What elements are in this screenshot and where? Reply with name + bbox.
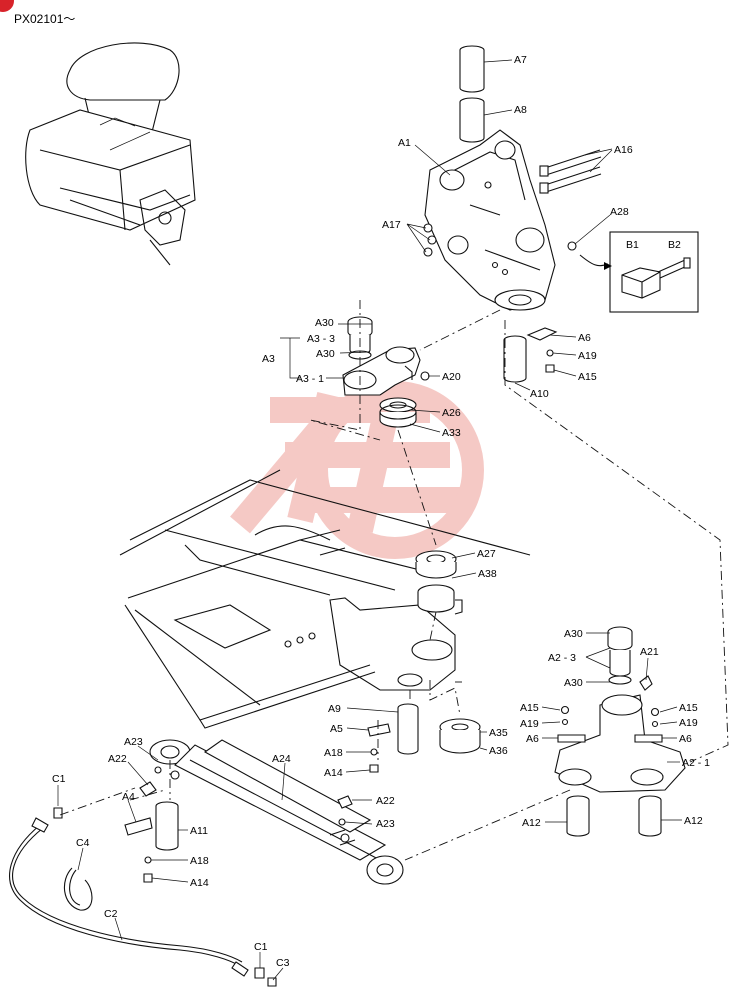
callout-A35: A35 bbox=[489, 727, 508, 739]
callout-C1-bot: C1 bbox=[254, 941, 268, 953]
part-A1-swing-bracket bbox=[424, 129, 556, 311]
part-A22-A23-fittings bbox=[139, 766, 353, 826]
callout-A14-b: A14 bbox=[190, 877, 209, 889]
callout-A21: A21 bbox=[640, 646, 659, 658]
callout-A3-3: A3 - 3 bbox=[307, 333, 335, 345]
part-A2-swing-arm bbox=[554, 626, 686, 793]
callout-A6-top: A6 bbox=[578, 332, 591, 344]
callout-C4: C4 bbox=[76, 837, 90, 849]
detail-box-B1-B2 bbox=[579, 231, 699, 313]
callout-A33: A33 bbox=[442, 427, 461, 439]
machine-overview-sketch bbox=[25, 42, 196, 266]
callout-C3: C3 bbox=[276, 957, 290, 969]
callout-A10: A10 bbox=[530, 388, 549, 400]
part-A5-A18-A14 bbox=[367, 723, 391, 773]
part-A17-bolts bbox=[423, 223, 437, 257]
chassis-frame bbox=[119, 469, 531, 729]
callout-B1: B1 bbox=[626, 239, 639, 251]
part-C2-grease-hose bbox=[9, 817, 249, 977]
callout-A15-top: A15 bbox=[578, 371, 597, 383]
part-A28-grease-fitting bbox=[567, 241, 577, 251]
callout-A7: A7 bbox=[514, 54, 527, 66]
part-C1-C3-fittings bbox=[53, 807, 277, 987]
callout-A8: A8 bbox=[514, 104, 527, 116]
callout-A9: A9 bbox=[328, 703, 341, 715]
callout-A30-mid: A30 bbox=[316, 348, 335, 360]
callout-A14-m: A14 bbox=[324, 767, 343, 779]
callout-A22-r: A22 bbox=[376, 795, 395, 807]
callout-A18-m: A18 bbox=[324, 747, 343, 759]
leader-lines bbox=[57, 59, 682, 981]
callout-A27: A27 bbox=[477, 548, 496, 560]
callout-A22-l: A22 bbox=[108, 753, 127, 765]
callout-A23-l: A23 bbox=[124, 736, 143, 748]
part-A20-fitting bbox=[420, 371, 430, 381]
callout-A6-rr: A6 bbox=[679, 733, 692, 745]
callout-A19-top: A19 bbox=[578, 350, 597, 362]
callout-A30-r2: A30 bbox=[564, 677, 583, 689]
callout-A5: A5 bbox=[330, 723, 343, 735]
callout-B2: B2 bbox=[668, 239, 681, 251]
callout-A15-rl: A15 bbox=[520, 702, 539, 714]
callout-A15-rr: A15 bbox=[679, 702, 698, 714]
callout-A36: A36 bbox=[489, 745, 508, 757]
part-A35-A36-bushings bbox=[439, 718, 481, 754]
part-A6-plate-top bbox=[526, 327, 558, 373]
callout-A1: A1 bbox=[398, 137, 411, 149]
part-A18-A14-bottom bbox=[143, 856, 153, 883]
callout-A23-r: A23 bbox=[376, 818, 395, 830]
part-A7-pin bbox=[459, 45, 485, 93]
part-A3-swing-arm bbox=[342, 316, 421, 396]
callout-A12-r: A12 bbox=[684, 815, 703, 827]
callout-A28: A28 bbox=[610, 206, 629, 218]
assembly-center-lines bbox=[59, 300, 729, 861]
callout-A6-rl: A6 bbox=[526, 733, 539, 745]
callout-A30-r1: A30 bbox=[564, 628, 583, 640]
corner-badge bbox=[0, 0, 14, 12]
callout-A4: A4 bbox=[122, 791, 135, 803]
callout-C1-top: C1 bbox=[52, 773, 66, 785]
part-A24-swing-cylinder bbox=[149, 739, 404, 885]
part-A27-A38-bushings bbox=[415, 550, 463, 615]
watermark-logo bbox=[230, 381, 484, 559]
callout-A18-b: A18 bbox=[190, 855, 209, 867]
part-A9-pin bbox=[397, 703, 419, 755]
part-A8-pin bbox=[459, 97, 485, 143]
part-A12-pins bbox=[566, 795, 662, 837]
part-C4-clamp bbox=[63, 867, 93, 911]
part-A26-A33-bushings bbox=[379, 397, 417, 428]
part-A16-bolts bbox=[539, 149, 602, 194]
callout-labels: A7 A8 A1 A16 A17 A28 B1 B2 A30 A3 - 3 A3… bbox=[52, 54, 710, 969]
callout-C2: C2 bbox=[104, 908, 118, 920]
callout-A26: A26 bbox=[442, 407, 461, 419]
part-A4-plate bbox=[124, 817, 153, 836]
callout-A20: A20 bbox=[442, 371, 461, 383]
callout-A38: A38 bbox=[478, 568, 497, 580]
part-A11-pin bbox=[155, 801, 179, 851]
serial-range-label: PX02101～ bbox=[14, 12, 76, 26]
callout-A2-3: A2 - 3 bbox=[548, 652, 576, 664]
callout-A2-1: A2 - 1 bbox=[682, 757, 710, 769]
callout-A3-1: A3 - 1 bbox=[296, 373, 324, 385]
callout-A3: A3 bbox=[262, 353, 275, 365]
callout-A12-l: A12 bbox=[522, 817, 541, 829]
callout-A19-rl: A19 bbox=[520, 718, 539, 730]
callout-A17: A17 bbox=[382, 219, 401, 231]
callout-A24: A24 bbox=[272, 753, 291, 765]
callout-A11: A11 bbox=[190, 825, 208, 837]
callout-A30-top: A30 bbox=[315, 317, 334, 329]
callout-A19-rr: A19 bbox=[679, 717, 698, 729]
part-A10-pin bbox=[503, 335, 527, 383]
callout-A16: A16 bbox=[614, 144, 633, 156]
